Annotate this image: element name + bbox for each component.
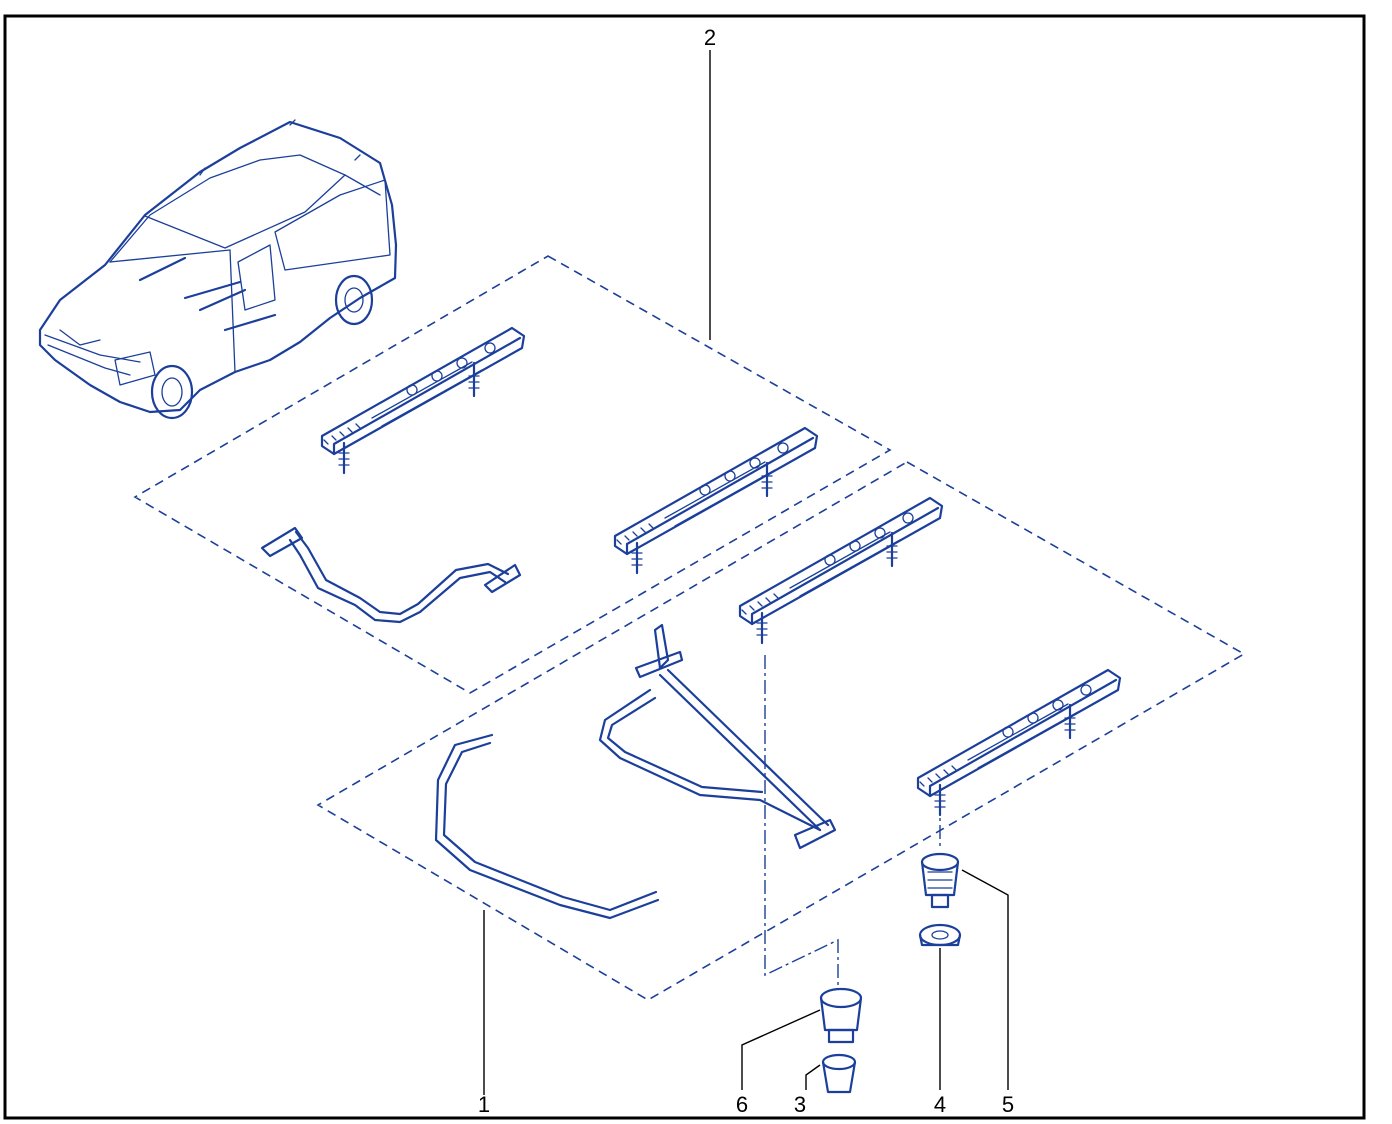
leader-lines [483, 50, 1009, 1095]
diagram-frame [3, 14, 1366, 1120]
fastener-6 [819, 987, 863, 1044]
fastener-3 [821, 1053, 857, 1094]
seat-rail-front-right [613, 426, 819, 575]
rear-u-bar [434, 733, 660, 920]
callout-label: 2 [704, 25, 716, 50]
assembly-zones [133, 255, 1246, 1001]
fastener-4 [918, 923, 962, 947]
van-illustration [38, 119, 398, 420]
callout-label: 5 [1002, 1092, 1014, 1117]
seat-rail-rear-left [738, 496, 944, 645]
rear-seat-zone [316, 461, 1246, 1001]
front-seat-zone [133, 255, 892, 694]
callout-label: 6 [736, 1092, 748, 1117]
callout-label: 1 [478, 1092, 490, 1117]
callout-label: 4 [934, 1092, 946, 1117]
axis-line-rear [764, 655, 839, 990]
seat-rail-front-left [320, 326, 526, 475]
fastener-5 [920, 852, 960, 909]
seat-rail-rear-right [916, 668, 1122, 817]
callout-label: 3 [794, 1092, 806, 1117]
front-crossbar [260, 526, 522, 624]
rear-a-frame-bar [598, 623, 837, 850]
